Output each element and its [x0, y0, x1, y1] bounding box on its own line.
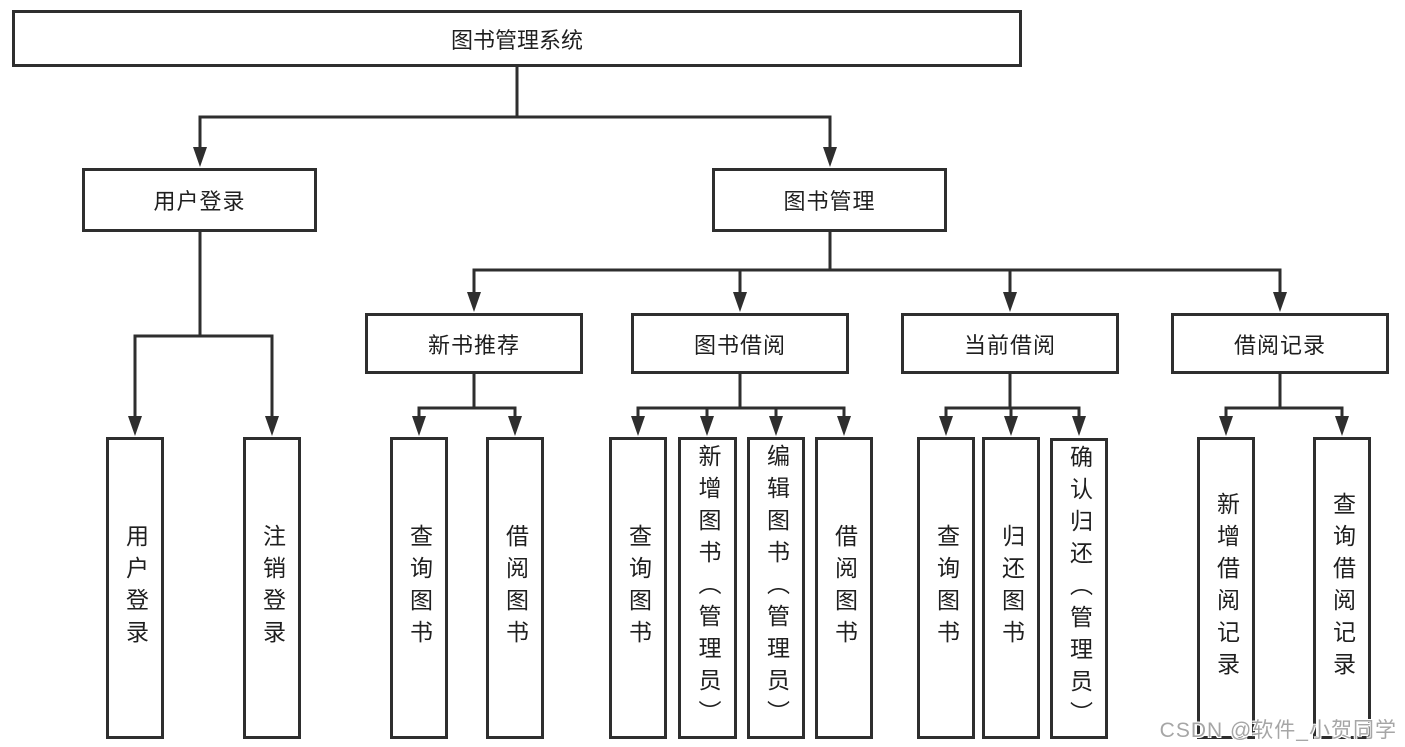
leaf-query-books-current: 查询图书	[917, 437, 975, 739]
node-current-borrowing: 当前借阅	[901, 313, 1119, 374]
node-user-login-branch: 用户登录	[82, 168, 317, 232]
leaf-query-books-recommend: 查询图书	[390, 437, 448, 739]
leaf-confirm-return-admin: 确认归还（管理员）	[1050, 438, 1108, 739]
leaf-edit-book-admin: 编辑图书（管理员）	[747, 437, 805, 739]
leaf-add-borrow-record: 新增借阅记录	[1197, 437, 1255, 739]
leaf-add-book-admin: 新增图书（管理员）	[678, 437, 737, 739]
node-borrowing-records: 借阅记录	[1171, 313, 1389, 374]
leaf-borrow-books-borrowing: 借阅图书	[815, 437, 873, 739]
node-new-book-recommend: 新书推荐	[365, 313, 583, 374]
leaf-query-borrow-record: 查询借阅记录	[1313, 437, 1371, 739]
leaf-query-books-borrowing: 查询图书	[609, 437, 667, 739]
leaf-user-login: 用户登录	[106, 437, 164, 739]
leaf-logout: 注销登录	[243, 437, 301, 739]
node-system-root: 图书管理系统	[12, 10, 1022, 67]
leaf-return-book: 归还图书	[982, 437, 1040, 739]
node-book-borrowing: 图书借阅	[631, 313, 849, 374]
node-book-management-branch: 图书管理	[712, 168, 947, 232]
leaf-borrow-books-recommend: 借阅图书	[486, 437, 544, 739]
